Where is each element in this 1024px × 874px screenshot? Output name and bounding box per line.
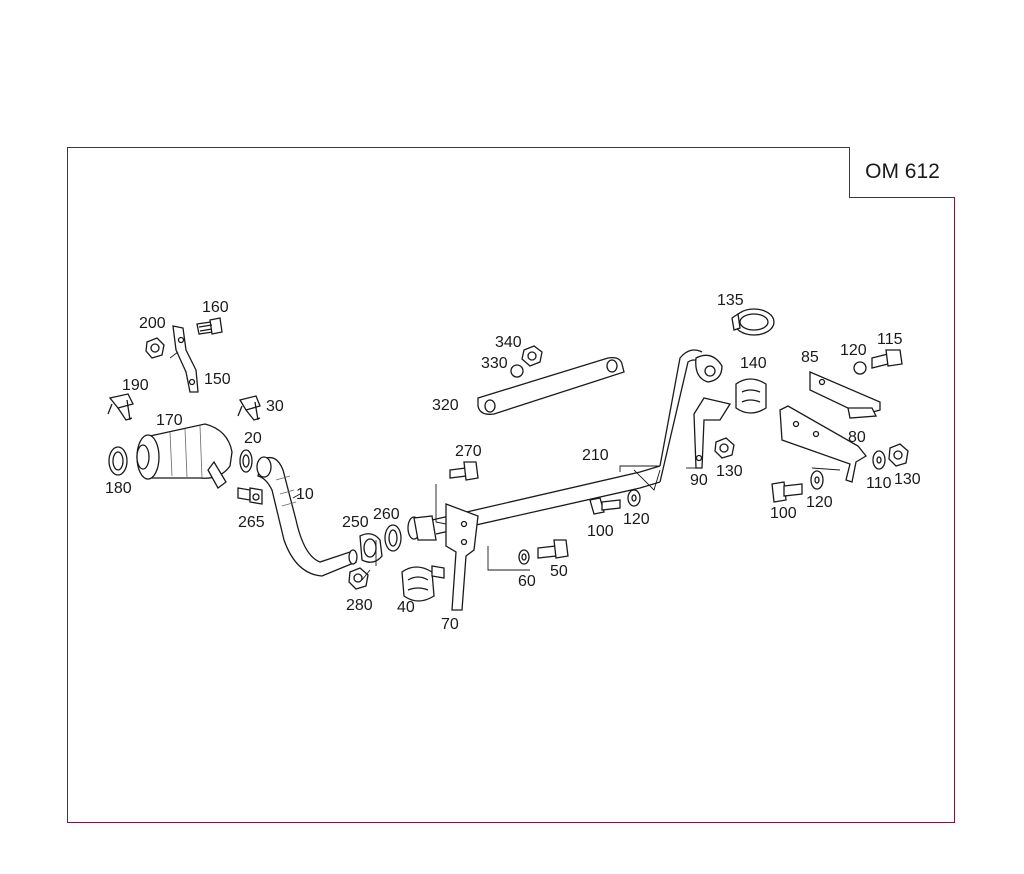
callout-60: 60 [518, 573, 536, 590]
callout-200: 200 [139, 315, 166, 332]
bolt-270[interactable] [449, 461, 479, 481]
callout-85: 85 [801, 349, 819, 366]
callout-50: 50 [550, 563, 568, 580]
bolt-50[interactable] [537, 539, 569, 559]
washer-330[interactable] [510, 364, 524, 378]
bracket-80[interactable] [779, 405, 867, 483]
callout-30: 30 [266, 398, 284, 415]
nut-130-right[interactable] [888, 443, 909, 467]
gasket-260[interactable] [384, 524, 402, 552]
callout-100-center: 100 [587, 523, 614, 540]
bolt-265[interactable] [237, 487, 263, 505]
bolt-160[interactable] [196, 317, 223, 335]
callout-190: 190 [122, 377, 149, 394]
callout-135: 135 [717, 292, 744, 309]
callout-115: 115 [877, 331, 903, 348]
callout-120-right-top: 120 [840, 342, 867, 359]
callout-250: 250 [342, 514, 369, 531]
callout-340: 340 [495, 334, 522, 351]
bolt-100-center[interactable] [589, 497, 621, 515]
nut-200[interactable] [145, 337, 165, 359]
leader-lines [169, 351, 841, 581]
bolt-115[interactable] [871, 349, 903, 369]
flange-250[interactable] [359, 533, 383, 563]
callout-10: 10 [296, 486, 314, 503]
bracket-85[interactable] [809, 371, 881, 419]
engine-label: OM 612 [849, 147, 955, 198]
callout-330: 330 [481, 355, 508, 372]
heat-shield-320[interactable] [477, 356, 625, 415]
callout-280: 280 [346, 597, 373, 614]
sealing-ring-180[interactable] [108, 446, 128, 476]
callout-150: 150 [204, 371, 231, 388]
callout-140: 140 [740, 355, 767, 372]
washer-120-right[interactable] [810, 470, 824, 490]
diagram-frame [67, 147, 955, 823]
callout-labels: 10 20 30 40 50 60 70 80 85 90 100 100 11… [105, 292, 921, 633]
callout-120-right: 120 [806, 494, 833, 511]
callout-170: 170 [156, 412, 183, 429]
washer-120-right-top[interactable] [853, 361, 867, 375]
callout-320: 320 [432, 397, 459, 414]
callout-100-right: 100 [770, 505, 797, 522]
callout-70: 70 [441, 616, 459, 633]
callout-90: 90 [690, 472, 708, 489]
clamp-190[interactable] [107, 393, 134, 421]
bracket-150[interactable] [172, 325, 199, 393]
rubber-mount-40[interactable] [401, 565, 445, 602]
callout-265: 265 [238, 514, 265, 531]
callout-130-right: 130 [894, 471, 921, 488]
catalytic-converter[interactable] [136, 423, 233, 489]
callout-120-center: 120 [623, 511, 650, 528]
clamp-30[interactable] [237, 395, 261, 421]
bracket-70[interactable] [445, 503, 479, 611]
callout-110: 110 [866, 475, 892, 492]
front-pipe-10[interactable] [256, 456, 358, 577]
callout-270: 270 [455, 443, 482, 460]
rubber-mount-140[interactable] [735, 378, 767, 414]
callout-80: 80 [848, 429, 866, 446]
callout-160: 160 [202, 299, 229, 316]
washer-60[interactable] [518, 549, 530, 565]
washer-110[interactable] [872, 450, 886, 470]
gasket-20[interactable] [239, 449, 253, 473]
callout-130-center: 130 [716, 463, 743, 480]
nut-340[interactable] [521, 345, 543, 367]
muffler-pipe-210[interactable] [407, 349, 723, 541]
nut-130-center[interactable] [714, 437, 735, 459]
callout-20: 20 [244, 430, 262, 447]
nut-280[interactable] [348, 567, 369, 590]
callout-40: 40 [397, 599, 415, 616]
callout-210: 210 [582, 447, 609, 464]
bolt-100-right[interactable] [771, 481, 803, 503]
washer-120-center[interactable] [627, 489, 641, 507]
clamp-135[interactable] [731, 308, 775, 336]
callout-260: 260 [373, 506, 400, 523]
callout-180: 180 [105, 480, 132, 497]
